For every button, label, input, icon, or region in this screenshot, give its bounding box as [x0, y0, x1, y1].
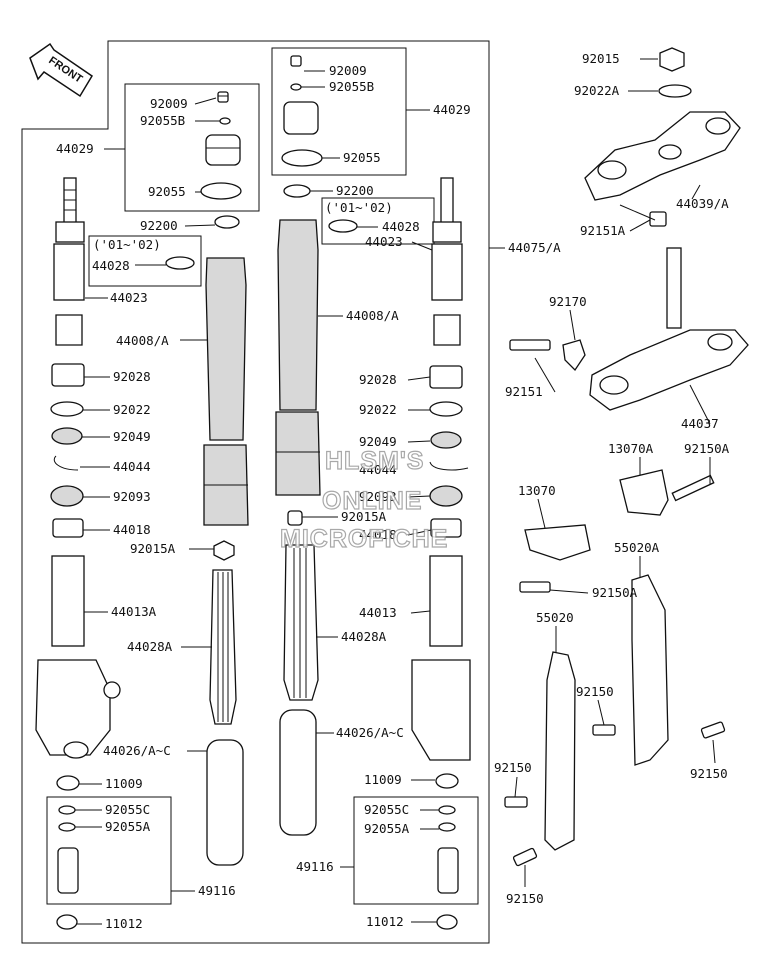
- label-44028-left: 44028: [92, 258, 130, 273]
- valve-kit-box-left: [46, 796, 172, 905]
- label-year-range-right: ('01~'02): [325, 200, 393, 215]
- label-92200-left: 92200: [140, 218, 178, 233]
- label-92055c-left: 92055C: [105, 802, 150, 817]
- seal-kit-box-right: [321, 197, 435, 245]
- label-92015a-right: 92015A: [341, 509, 387, 524]
- valve-kit-box-right: [353, 796, 479, 905]
- label-92150a-right: 92150A: [684, 441, 730, 456]
- label-92028-left: 92028: [113, 369, 151, 384]
- assembly-outline: [21, 40, 490, 944]
- label-49116-left: 49116: [198, 883, 236, 898]
- label-92055a-right: 92055A: [364, 821, 410, 836]
- steering-and-guard-parts: [504, 47, 749, 867]
- label-44028-right: 44028: [382, 219, 420, 234]
- part-labels: 92015 92022A 44039/A 92151A 92170 92151 …: [56, 51, 730, 931]
- label-44023-right: 44023: [365, 234, 403, 249]
- label-11012-right: 11012: [366, 914, 404, 929]
- label-92049-left: 92049: [113, 429, 151, 444]
- label-92055-left: 92055: [148, 184, 186, 199]
- label-44029-left: 44029: [56, 141, 94, 156]
- label-92015: 92015: [582, 51, 620, 66]
- right-fork-parts: [275, 55, 471, 930]
- label-44044-left: 44044: [113, 459, 151, 474]
- label-11012-left: 11012: [105, 916, 143, 931]
- watermark-line-3: MICROFICHE: [280, 525, 448, 553]
- label-92055c-right: 92055C: [364, 802, 409, 817]
- label-92055b-right: 92055B: [329, 79, 374, 94]
- label-44028a-right: 44028A: [341, 629, 387, 644]
- label-92022a: 92022A: [574, 83, 620, 98]
- label-year-range-left: ('01~'02): [93, 237, 161, 252]
- label-44013a-left: 44013A: [111, 604, 157, 619]
- label-55020a: 55020A: [614, 540, 660, 555]
- label-92015a-left: 92015A: [130, 541, 176, 556]
- left-spring: [206, 739, 244, 866]
- label-92150-b: 92150: [690, 766, 728, 781]
- label-92009-right: 92009: [329, 63, 367, 78]
- label-92170: 92170: [549, 294, 587, 309]
- label-92009-left: 92009: [150, 96, 188, 111]
- watermark-line-2: ONLINE: [322, 487, 422, 515]
- watermark: HLSM'S ONLINE MICROFICHE: [279, 446, 448, 553]
- label-44008a-left: 44008/A: [116, 333, 169, 348]
- label-92150-d: 92150: [506, 891, 544, 906]
- front-arrow-icon: FRONT: [29, 42, 94, 98]
- cap-kit-box-right: [271, 47, 407, 176]
- label-92022-left: 92022: [113, 402, 151, 417]
- seal-kit-box-left: [88, 235, 202, 287]
- cap-kit-box-left: [124, 83, 260, 212]
- label-44039a: 44039/A: [676, 196, 729, 211]
- label-44026-left: 44026/A~C: [103, 743, 171, 758]
- label-92093-right: 92093: [359, 489, 397, 504]
- label-44013-right: 44013: [359, 605, 397, 620]
- label-44075a: 44075/A: [508, 240, 561, 255]
- label-13070: 13070: [518, 483, 556, 498]
- label-11009-right: 11009: [364, 772, 402, 787]
- label-92055b-left: 92055B: [140, 113, 185, 128]
- label-92151a: 92151A: [580, 223, 626, 238]
- label-92151: 92151: [505, 384, 543, 399]
- label-44008a-right: 44008/A: [346, 308, 399, 323]
- label-44028a-left: 44028A: [127, 639, 173, 654]
- label-92200-right: 92200: [336, 183, 374, 198]
- label-44018-left: 44018: [113, 522, 151, 537]
- label-92028-right: 92028: [359, 372, 397, 387]
- leader-lines: [75, 58, 716, 925]
- label-92150-a: 92150: [576, 684, 614, 699]
- label-92049-right: 92049: [359, 434, 397, 449]
- watermark-line-1: HLSM'S: [325, 447, 424, 475]
- label-49116-right: 49116: [296, 859, 334, 874]
- label-11009-left: 11009: [105, 776, 143, 791]
- label-13070a: 13070A: [608, 441, 654, 456]
- label-92055a-left: 92055A: [105, 819, 151, 834]
- label-44023-left: 44023: [110, 290, 148, 305]
- label-92093-left: 92093: [113, 489, 151, 504]
- label-92150a-bottom: 92150A: [592, 585, 638, 600]
- label-92022-right: 92022: [359, 402, 397, 417]
- label-92055-right: 92055: [343, 150, 381, 165]
- label-44026-right: 44026/A~C: [336, 725, 404, 740]
- left-fork-parts: [35, 91, 249, 930]
- label-44029-right: 44029: [433, 102, 471, 117]
- label-92150-c: 92150: [494, 760, 532, 775]
- label-44044-right: 44044: [359, 462, 397, 477]
- label-44037: 44037: [681, 416, 719, 431]
- label-55020: 55020: [536, 610, 574, 625]
- label-44018-right: 44018: [359, 527, 397, 542]
